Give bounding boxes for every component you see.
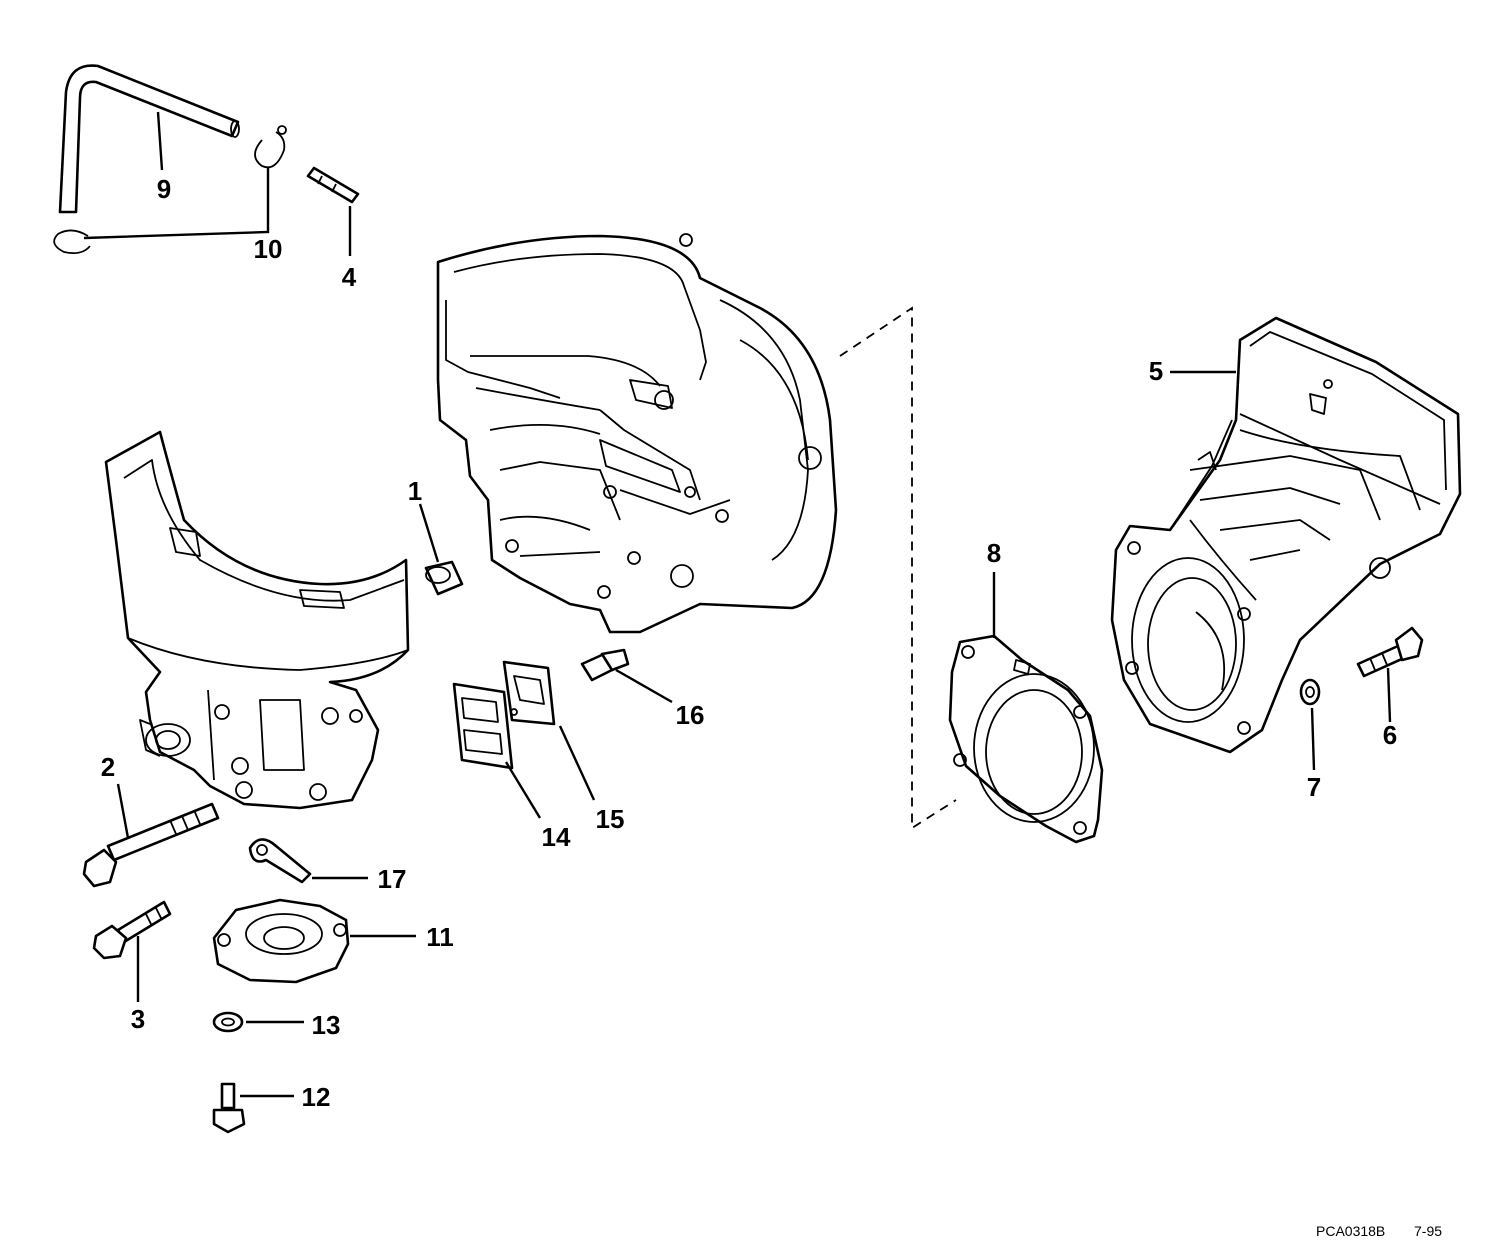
part-5-adapter-housing [1110,316,1462,754]
callout-9: 9 [157,174,171,204]
part-10-clamp-lower [53,229,91,255]
leader-lines [83,111,1392,1098]
part-16-screw [580,648,630,682]
callout-1: 1 [408,476,422,506]
callout-12: 12 [302,1082,331,1112]
part-14-reed-plate [452,682,514,770]
part-8-gasket [948,634,1104,844]
part-1-bushing [424,560,464,596]
part-13-washer [212,1011,244,1033]
callout-11: 11 [426,922,454,952]
callout-10: 10 [254,234,283,264]
part-3-bolt-short [92,900,172,960]
part-17-clip [248,838,312,884]
part-15-reed-stop [502,660,556,726]
part-4-pin [306,166,360,204]
footer-code: PCA0318B [1316,1223,1385,1239]
callout-13: 13 [312,1010,341,1040]
crankcase-lower [104,430,410,810]
callout-8: 8 [987,538,1001,568]
part-11-bearing-housing [212,898,350,984]
crankcase-upper [436,233,838,634]
callout-labels: 9 10 4 5 1 8 16 6 2 7 15 14 17 11 3 13 1… [101,174,1397,1112]
callout-15: 15 [596,804,625,834]
footer-date: 7-95 [1414,1223,1442,1239]
callout-17: 17 [378,864,407,894]
part-12-screw [212,1082,246,1134]
footer: PCA0318B 7-95 [1316,1223,1442,1239]
callout-16: 16 [676,700,705,730]
callout-4: 4 [342,262,357,292]
part-7-washer [1299,678,1321,706]
alignment-dashed-line [839,306,957,830]
callout-2: 2 [101,752,115,782]
part-2-bolt-long [82,802,220,888]
callout-3: 3 [131,1004,145,1034]
callout-14: 14 [542,822,571,852]
part-9-hose [58,64,240,214]
callout-5: 5 [1149,356,1163,386]
part-10-clamp-upper [254,125,287,169]
part-6-bolt [1356,626,1424,678]
callout-6: 6 [1383,720,1397,750]
callout-7: 7 [1307,772,1321,802]
